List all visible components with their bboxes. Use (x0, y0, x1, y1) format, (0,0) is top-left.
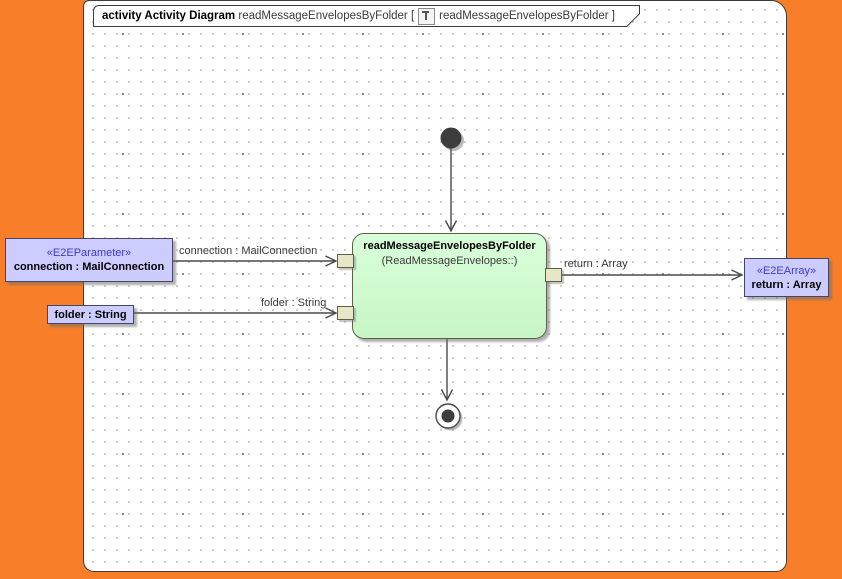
action-qualifier: (ReadMessageEnvelopes::) (381, 255, 518, 267)
open-bracket: [ (410, 10, 415, 22)
parameter-node-return[interactable]: «E2EArray» return : Array (744, 258, 829, 297)
diagram-frame-tab[interactable]: activity Activity Diagram readMessageEnv… (93, 5, 640, 27)
parameter-node-connection[interactable]: «E2EParameter» connection : MailConnecti… (5, 238, 173, 282)
parameter-node-folder[interactable]: folder : String (47, 305, 134, 324)
close-bracket: ] (611, 10, 615, 22)
frame-kind-label: activity Activity Diagram (102, 10, 236, 22)
stereotype-label: «E2EArray» (756, 264, 817, 277)
output-pin-return[interactable] (545, 268, 562, 282)
input-pin-folder[interactable] (337, 306, 354, 320)
parameter-name: connection : MailConnection (13, 261, 165, 273)
action-node-readMessageEnvelopesByFolder[interactable]: readMessageEnvelopesByFolder (ReadMessag… (352, 233, 547, 339)
input-pin-connection[interactable] (337, 254, 354, 268)
edge-label-connection[interactable]: connection : MailConnection (179, 245, 318, 257)
frame-tab-text: activity Activity Diagram readMessageEnv… (93, 5, 640, 27)
activity-diagram-icon (418, 7, 436, 25)
parameter-name: return : Array (751, 278, 822, 291)
parameter-name: folder : String (54, 308, 127, 321)
frame-title: readMessageEnvelopesByFolder (238, 10, 408, 22)
stereotype-label: «E2EParameter» (46, 247, 132, 259)
edge-label-folder[interactable]: folder : String (261, 297, 327, 309)
action-name: readMessageEnvelopesByFolder (363, 240, 536, 252)
frame-context-name: readMessageEnvelopesByFolder (439, 10, 609, 22)
frame-tab-background (94, 6, 639, 26)
edge-label-return[interactable]: return : Array (564, 258, 628, 270)
